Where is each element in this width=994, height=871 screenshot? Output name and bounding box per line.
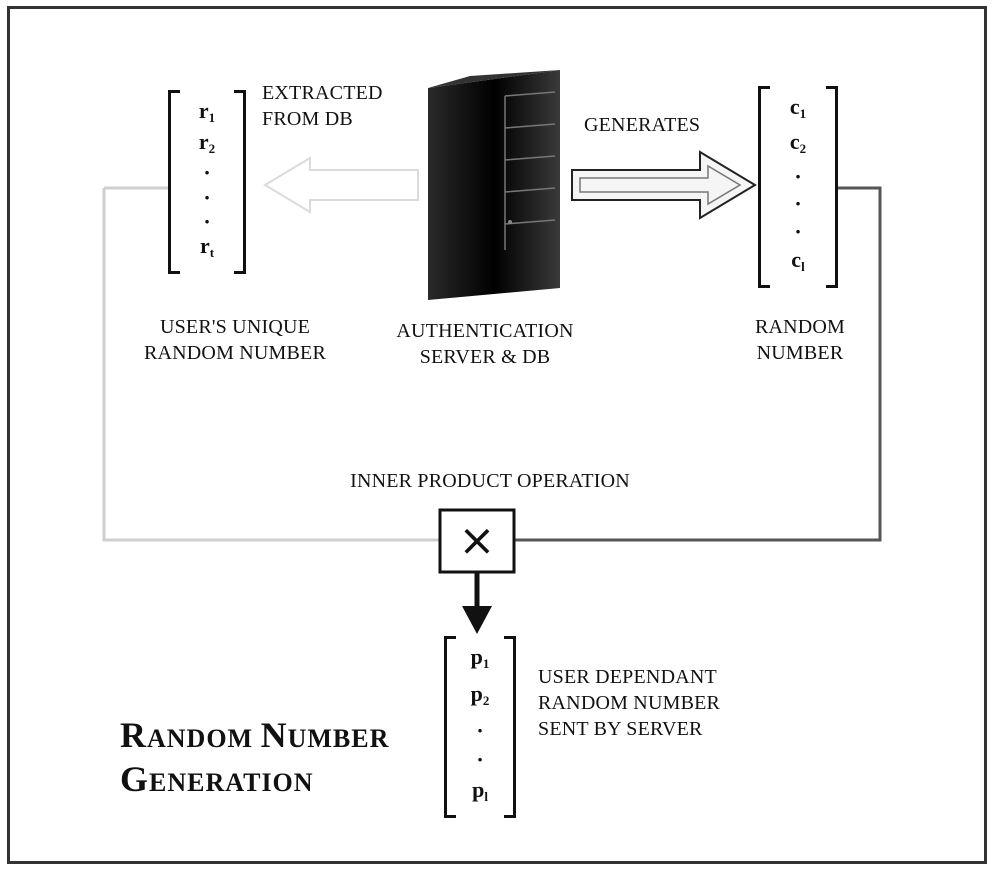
random-number-label: RANDOM NUMBER (730, 314, 870, 366)
matrix-c-entry: c1 (790, 96, 806, 125)
matrix-c: c1 c2 · · · cl (758, 86, 838, 288)
matrix-p-entry: p2 (471, 683, 490, 712)
matrix-c-entry: cl (791, 249, 804, 278)
generates-arrow (572, 152, 755, 218)
matrix-r-entry: r1 (199, 100, 215, 129)
matrix-r-entry: r2 (199, 131, 215, 160)
matrix-c-entry: c2 (790, 131, 806, 160)
down-arrow-head (462, 606, 492, 634)
matrix-r-dot: · (203, 211, 210, 233)
matrix-c-dot: · (794, 193, 801, 215)
extracted-arrow (265, 158, 418, 212)
matrix-p: p1 p2 · · pl (444, 636, 516, 818)
generates-label: GENERATES (584, 112, 700, 138)
matrix-r: r1 r2 · · · rt (168, 90, 246, 274)
matrix-r-dot: · (203, 187, 210, 209)
matrix-c-dot: · (794, 166, 801, 188)
auth-server-label: AUTHENTICATION SERVER & DB (370, 318, 600, 370)
inner-product-label: INNER PRODUCT OPERATION (300, 468, 680, 494)
user-unique-label: USER'S UNIQUE RANDOM NUMBER (110, 314, 360, 366)
matrix-r-dot: · (203, 162, 210, 184)
server-icon (428, 70, 560, 300)
matrix-c-dot: · (794, 221, 801, 243)
matrix-r-entry: rt (200, 235, 214, 264)
matrix-p-dot: · (476, 720, 483, 742)
user-dependant-label: USER DEPENDANT RANDOM NUMBER SENT BY SER… (538, 664, 720, 742)
matrix-p-entry: p1 (471, 646, 490, 675)
extracted-label: EXTRACTED FROM DB (262, 80, 383, 132)
matrix-p-dot: · (476, 749, 483, 771)
multiply-icon: × (440, 516, 514, 566)
matrix-p-entry: pl (472, 779, 488, 808)
